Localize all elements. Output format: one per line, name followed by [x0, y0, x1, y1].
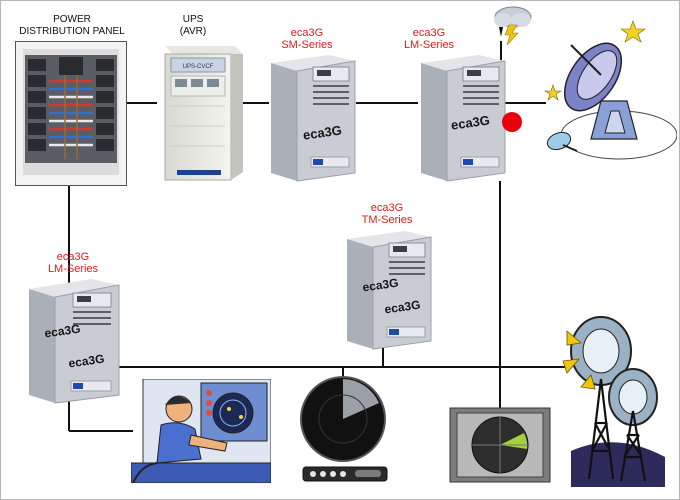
- label-tm-series-line2: TM-Series: [361, 214, 413, 226]
- label-ups-line2: (AVR): [179, 26, 207, 37]
- cabinet-lm-series-top: eca3G: [415, 53, 507, 183]
- label-sm-series-line1: eca3G: [290, 27, 324, 39]
- label-lm-series-left-line1: eca3G: [56, 251, 90, 263]
- satellite-dish-icon: [541, 15, 677, 165]
- label-lm-series-top-line1: eca3G: [412, 27, 446, 39]
- alert-dot: [501, 111, 523, 133]
- sm-brand-logo: eca3G: [302, 122, 343, 142]
- label-tm-series: eca3G TM-Series: [349, 202, 425, 226]
- cabinet-lm-series-left: eca3G eca3G: [25, 277, 121, 405]
- cabinet-tm-series: eca3G eca3G: [341, 229, 433, 351]
- ups-panel-text: UPS-CVCF: [183, 64, 214, 70]
- tm-brand-logo: eca3G: [362, 276, 400, 295]
- lm-left-brand-logo: eca3G: [44, 322, 82, 341]
- label-ups: UPS (AVR): [161, 14, 225, 38]
- label-ups-line1: UPS: [182, 14, 204, 25]
- radar-display-icon: [299, 375, 391, 483]
- label-lm-series-left: eca3G LM-Series: [35, 251, 111, 275]
- label-tm-series-line1: eca3G: [370, 202, 404, 214]
- label-lm-series-top: eca3G LM-Series: [391, 27, 467, 51]
- radar-scope-icon: [449, 407, 551, 483]
- transmission-tower-icon: [561, 301, 673, 487]
- label-power-panel-line2: DISTRIBUTION PANEL: [19, 26, 125, 37]
- label-sm-series-line2: SM-Series: [281, 39, 333, 51]
- lm-top-brand-logo: eca3G: [450, 112, 491, 132]
- label-lm-series-left-line2: LM-Series: [47, 263, 99, 275]
- lm-left-brand-logo-2: eca3G: [68, 352, 106, 371]
- label-sm-series: eca3G SM-Series: [269, 27, 345, 51]
- tm-brand-logo-2: eca3G: [384, 298, 422, 317]
- label-lm-series-top-line2: LM-Series: [403, 39, 455, 51]
- ups-avr-unit: UPS-CVCF: [157, 46, 243, 186]
- radar-operator-icon: [131, 379, 271, 483]
- label-power-panel: POWER DISTRIBUTION PANEL: [5, 14, 139, 38]
- cabinet-sm-series: eca3G: [265, 53, 357, 183]
- label-power-panel-line1: POWER: [53, 14, 91, 25]
- storm-cloud-icon: [489, 3, 535, 47]
- power-panel-photo: [15, 41, 127, 186]
